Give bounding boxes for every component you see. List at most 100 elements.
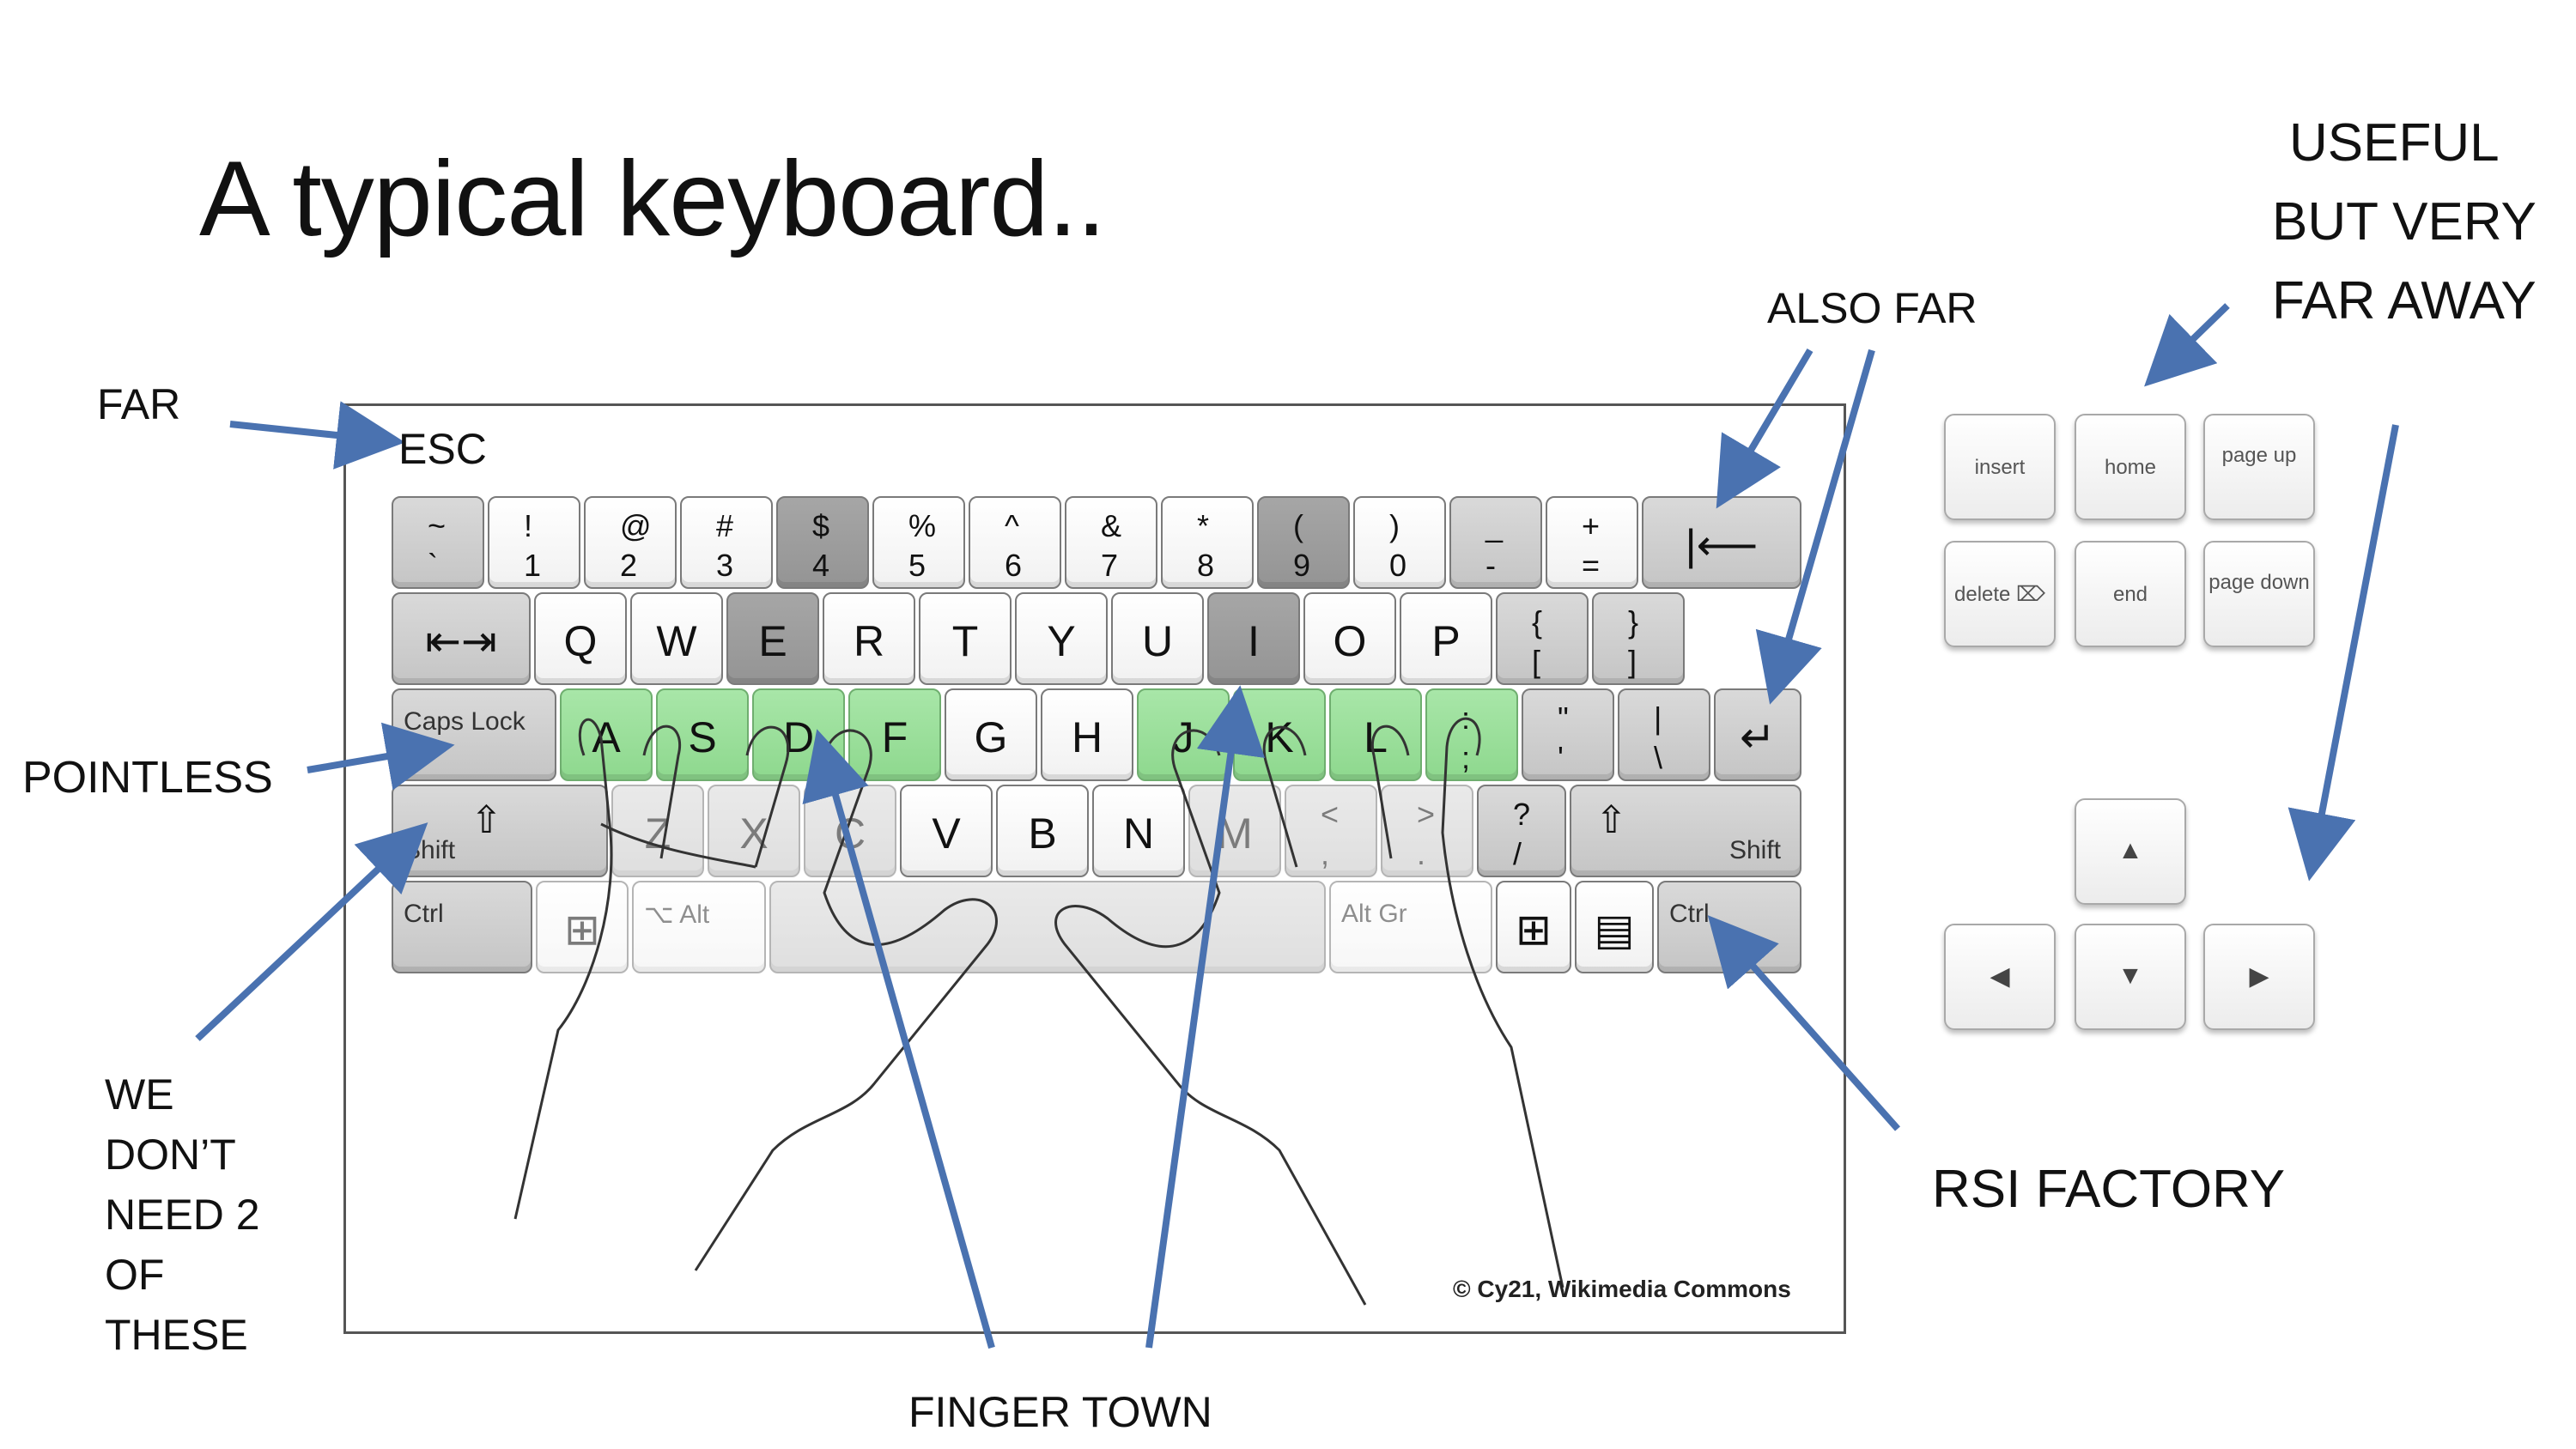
key-label: O	[1333, 617, 1367, 665]
arrow-finger-town-right	[1145, 685, 1266, 1349]
key-label-bottom: ;	[1461, 740, 1471, 775]
nav-key-3: delete ⌦	[1944, 541, 2056, 647]
arrow-key-icon: ▶	[2249, 962, 2269, 991]
key-row1-0: ~`	[392, 496, 484, 589]
key-row2-11: {[	[1496, 592, 1589, 685]
nav-key-label: insert	[1974, 456, 2026, 479]
arrow-down-key: ▼	[2075, 924, 2186, 1030]
key-label-top: }	[1628, 604, 1639, 640]
key-label-top: #	[716, 508, 734, 543]
key-label: S	[688, 713, 717, 761]
key-row3-11: "'	[1522, 688, 1614, 781]
key-label: E	[758, 617, 787, 665]
label-far: FAR	[97, 380, 181, 428]
label-also-far: ALSO FAR	[1767, 284, 1978, 332]
label-we-dont-need: WE DON’T NEED 2 OF THESE	[105, 1064, 260, 1365]
label-finger-town: FINGER TOWN	[908, 1388, 1212, 1436]
key-row4-10: ?/	[1477, 785, 1566, 877]
shift-arrow-icon: ⇧	[1595, 799, 1627, 841]
key-row5-2: ⌥ Alt	[632, 881, 766, 973]
key-label: J	[1172, 713, 1194, 761]
label-we-dont-need-line: THESE	[105, 1311, 248, 1359]
key-row5-4: Alt Gr	[1329, 881, 1492, 973]
key-row4-9: >.	[1381, 785, 1473, 877]
nav-key-label: home	[2104, 456, 2157, 479]
key-label-small: Ctrl	[404, 900, 444, 928]
key-label-bottom: `	[428, 548, 438, 583]
key-row3-1: A	[560, 688, 653, 781]
arrow-also-far-to-enter	[1755, 349, 1875, 705]
key-label-small: Ctrl	[1669, 900, 1710, 928]
key-label-bottom: 2	[620, 548, 638, 583]
label-useful-2: BUT VERY	[2272, 192, 2537, 252]
label-rsi-factory: RSI FACTORY	[1932, 1160, 2286, 1219]
key-label-top: !	[524, 508, 533, 543]
nav-key-1: home	[2075, 414, 2186, 520]
credit-text: © Cy21, Wikimedia Commons	[1453, 1276, 1791, 1302]
key-row2-2: W	[630, 592, 723, 685]
key-label-bottom: .	[1417, 836, 1426, 871]
nav-key-label: end	[2112, 583, 2148, 606]
key-label: X	[739, 809, 769, 858]
arrow-left-key: ◀	[1944, 924, 2056, 1030]
key-row1-5: %5	[872, 496, 965, 589]
key-label: Q	[563, 617, 598, 665]
annotation-arrows	[195, 303, 2399, 1349]
key-label-bottom: 3	[716, 548, 734, 583]
key-label-top: "	[1558, 700, 1569, 736]
key-label-small: Shift	[1728, 836, 1781, 864]
key-label-bottom: 7	[1101, 548, 1119, 583]
key-label-top: <	[1321, 797, 1340, 832]
key-label-small: Alt Gr	[1341, 900, 1407, 928]
key-row3-2: S	[656, 688, 749, 781]
key-label-top: >	[1417, 797, 1436, 832]
key-label-bottom: 4	[812, 548, 830, 583]
arrow-far-to-esc	[229, 401, 405, 470]
key-row5-1: ⊞	[536, 881, 629, 973]
key-label-top: |	[1654, 700, 1662, 736]
key-row4-11: Shift ⇧	[1570, 785, 1801, 877]
key-row4-8: <,	[1285, 785, 1377, 877]
label-useful-3: FAR AWAY	[2272, 271, 2537, 330]
key-label-top: $	[812, 508, 830, 543]
nav-key-2: page up	[2203, 414, 2315, 520]
key-label-top: ^	[1005, 508, 1019, 543]
nav-key-5: page down	[2203, 541, 2315, 647]
key-row4-1: Z	[611, 785, 704, 877]
key-label-bottom: [	[1532, 644, 1541, 679]
arrow-key-icon: ▼	[2117, 961, 2143, 990]
key-label: P	[1431, 617, 1461, 665]
key-row2-5: T	[919, 592, 1012, 685]
key-row2-0: ⇤⇥	[392, 592, 531, 685]
key-label-top: %	[908, 508, 937, 543]
label-esc: ESC	[398, 425, 487, 473]
nav-key-label: page up	[2221, 444, 2297, 467]
key-row3-6: H	[1041, 688, 1133, 781]
key-label: L	[1364, 713, 1388, 761]
key-label-bottom: ,	[1321, 836, 1330, 871]
left-hand-outline	[513, 718, 998, 1271]
arrow-key-icon: ◀	[1990, 962, 2010, 991]
key-row2-4: R	[823, 592, 915, 685]
key-label-bottom: /	[1513, 836, 1522, 871]
key-label-top: {	[1532, 604, 1543, 640]
arrow-key-icon: ▲	[2117, 836, 2143, 864]
key-label-bottom: ]	[1628, 644, 1637, 679]
label-we-dont-need-line: WE	[105, 1070, 174, 1119]
key-label-bottom: 5	[908, 548, 927, 583]
key-row1-9: (9	[1257, 496, 1350, 589]
arrow-also-far-to-backspace	[1716, 348, 1814, 509]
key-label-bottom: 6	[1005, 548, 1023, 583]
key-row2-12: }]	[1592, 592, 1685, 685]
page-title: A typical keyboard..	[199, 140, 1106, 258]
key-row1-7: &7	[1065, 496, 1157, 589]
key-label: H	[1071, 713, 1103, 761]
key-row1-13: |⟵	[1642, 496, 1801, 589]
key-row2-8: I	[1207, 592, 1300, 685]
key-row4-7: M	[1188, 785, 1281, 877]
key-row4-5: B	[996, 785, 1089, 877]
key-label: Y	[1047, 617, 1076, 665]
nav-key-label: delete ⌦	[1954, 583, 2045, 606]
